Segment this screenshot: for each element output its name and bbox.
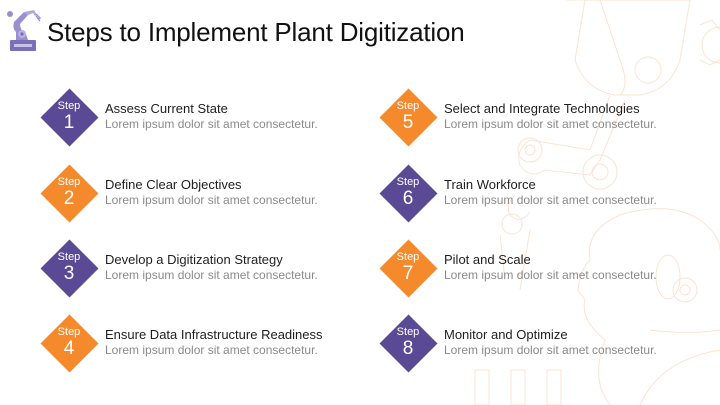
- step-number: 4: [63, 338, 75, 359]
- step-label: Step: [57, 326, 81, 338]
- step-label: Step: [396, 326, 420, 338]
- step-text: Monitor and Optimize Lorem ipsum dolor s…: [444, 327, 657, 358]
- step-label: Step: [396, 251, 420, 263]
- step-description: Lorem ipsum dolor sit amet consectetur.: [444, 268, 657, 282]
- step-item-6: Step 6 Train Workforce Lorem ipsum dolor…: [379, 164, 719, 224]
- step-description: Lorem ipsum dolor sit amet consectetur.: [105, 117, 318, 131]
- step-item-5: Step 5 Select and Integrate Technologies…: [379, 88, 719, 148]
- step-3-badge: Step 3: [40, 239, 98, 297]
- step-item-4: Step 4 Ensure Data Infrastructure Readin…: [40, 314, 380, 374]
- step-title: Select and Integrate Technologies: [444, 101, 640, 116]
- step-label: Step: [396, 176, 420, 188]
- robot-arm-logo-icon: [7, 10, 42, 51]
- step-number: 1: [63, 112, 75, 133]
- step-description: Lorem ipsum dolor sit amet consectetur.: [444, 117, 657, 131]
- step-text: Assess Current State Lorem ipsum dolor s…: [105, 101, 318, 132]
- step-item-3: Step 3 Develop a Digitization Strategy L…: [40, 239, 380, 299]
- step-title: Ensure Data Infrastructure Readiness: [105, 327, 323, 342]
- step-description: Lorem ipsum dolor sit amet consectetur.: [444, 343, 657, 357]
- step-label: Step: [396, 100, 420, 112]
- step-5-badge: Step 5: [379, 88, 437, 146]
- step-number: 6: [402, 188, 414, 209]
- step-number: 3: [63, 263, 75, 284]
- step-title: Develop a Digitization Strategy: [105, 252, 283, 267]
- step-4-badge: Step 4: [40, 314, 98, 372]
- step-text: Ensure Data Infrastructure Readiness Lor…: [105, 327, 323, 358]
- step-number: 2: [63, 188, 75, 209]
- step-text: Pilot and Scale Lorem ipsum dolor sit am…: [444, 252, 657, 283]
- slide-title: Steps to Implement Plant Digitization: [47, 17, 465, 47]
- step-2-badge: Step 2: [40, 164, 98, 222]
- step-number: 5: [402, 112, 414, 133]
- step-text: Define Clear Objectives Lorem ipsum dolo…: [105, 177, 318, 208]
- step-1-badge: Step 1: [40, 88, 98, 146]
- step-title: Monitor and Optimize: [444, 327, 568, 342]
- step-number: 7: [402, 263, 414, 284]
- step-item-1: Step 1 Assess Current State Lorem ipsum …: [40, 88, 380, 148]
- step-description: Lorem ipsum dolor sit amet consectetur.: [105, 268, 318, 282]
- step-label: Step: [57, 251, 81, 263]
- step-label: Step: [57, 100, 81, 112]
- step-item-7: Step 7 Pilot and Scale Lorem ipsum dolor…: [379, 239, 719, 299]
- step-8-badge: Step 8: [379, 314, 437, 372]
- step-title: Define Clear Objectives: [105, 177, 242, 192]
- step-description: Lorem ipsum dolor sit amet consectetur.: [105, 343, 318, 357]
- step-description: Lorem ipsum dolor sit amet consectetur.: [444, 193, 657, 207]
- step-title: Pilot and Scale: [444, 252, 531, 267]
- step-text: Develop a Digitization Strategy Lorem ip…: [105, 252, 318, 283]
- step-number: 8: [402, 338, 414, 359]
- step-item-8: Step 8 Monitor and Optimize Lorem ipsum …: [379, 314, 719, 374]
- step-text: Select and Integrate Technologies Lorem …: [444, 101, 657, 132]
- step-title: Train Workforce: [444, 177, 536, 192]
- step-label: Step: [57, 176, 81, 188]
- step-text: Train Workforce Lorem ipsum dolor sit am…: [444, 177, 657, 208]
- step-title: Assess Current State: [105, 101, 228, 116]
- step-7-badge: Step 7: [379, 239, 437, 297]
- step-item-2: Step 2 Define Clear Objectives Lorem ips…: [40, 164, 380, 224]
- step-description: Lorem ipsum dolor sit amet consectetur.: [105, 193, 318, 207]
- step-6-badge: Step 6: [379, 164, 437, 222]
